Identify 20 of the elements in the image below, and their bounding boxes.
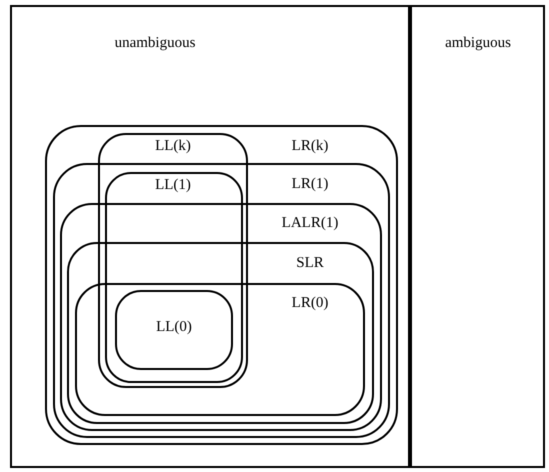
set-boundary: [105, 172, 243, 383]
set-label: ambiguous: [445, 36, 511, 51]
set-boundary: [60, 203, 382, 431]
region-box: [10, 5, 410, 468]
set-label: LR(k): [292, 139, 328, 154]
set-label: LL(1): [155, 178, 191, 193]
set-label: LL(0): [156, 320, 192, 335]
set-label: LR(1): [292, 177, 328, 192]
set-boundary: [98, 133, 248, 388]
set-boundary: [45, 125, 398, 445]
set-label: unambiguous: [114, 36, 196, 51]
set-boundary: [67, 242, 374, 424]
region-box: [410, 5, 545, 468]
set-boundary: [75, 283, 365, 416]
set-boundary: [53, 163, 390, 438]
set-label: LALR(1): [282, 216, 338, 231]
set-label: SLR: [296, 256, 324, 271]
set-label: LR(0): [292, 296, 328, 311]
set-boundary: [115, 290, 233, 370]
set-label: LL(k): [155, 139, 191, 154]
